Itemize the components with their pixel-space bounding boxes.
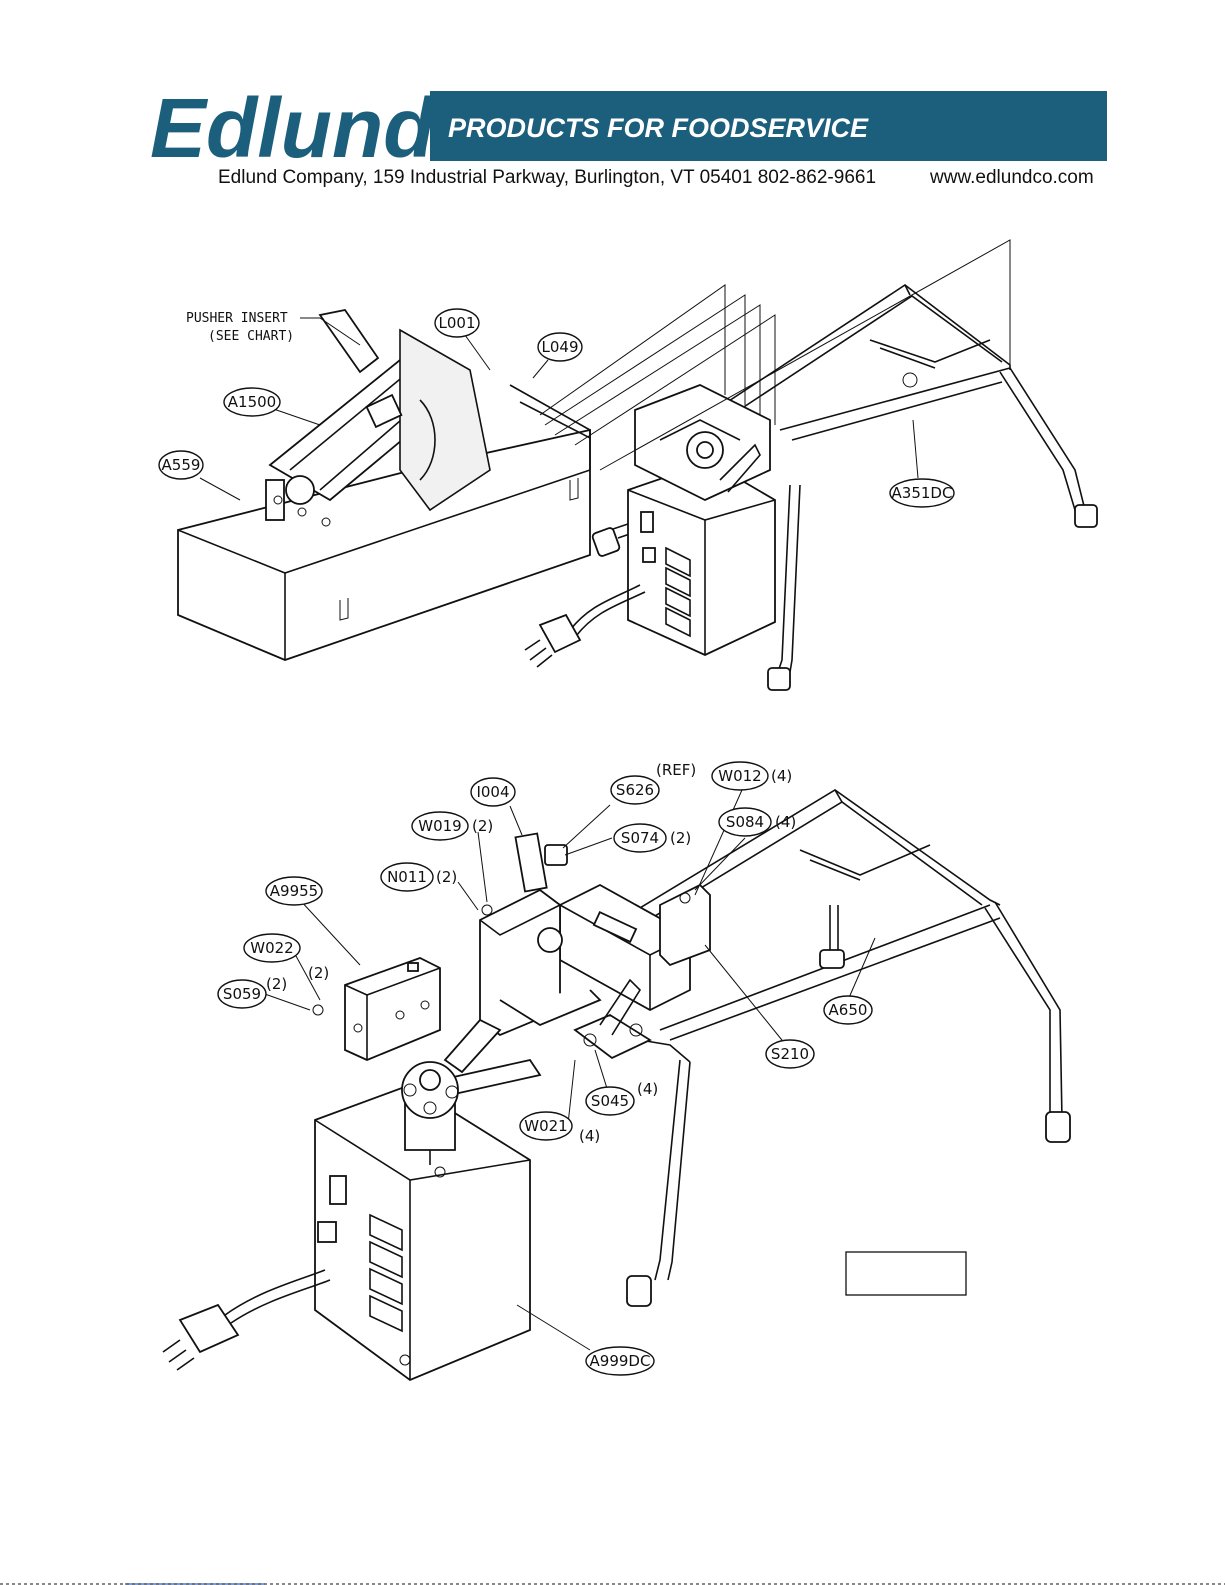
callout-w019[interactable]: W019 (2) <box>412 812 493 840</box>
svg-text:S045: S045 <box>591 1092 629 1110</box>
header: Edlund PRODUCTS FOR FOODSERVICE Edlund C… <box>150 81 1107 188</box>
svg-text:A9955: A9955 <box>270 882 318 900</box>
svg-text:(4): (4) <box>771 767 792 785</box>
svg-text:A999DC: A999DC <box>590 1352 651 1370</box>
svg-text:A1500: A1500 <box>228 393 276 411</box>
header-tagline: PRODUCTS FOR FOODSERVICE <box>448 113 869 143</box>
header-address: Edlund Company, 159 Industrial Parkway, … <box>218 167 876 188</box>
callout-s045[interactable]: S045 (4) <box>586 1080 658 1115</box>
callout-a351dc[interactable]: A351DC <box>890 479 954 507</box>
svg-text:W012: W012 <box>718 767 761 785</box>
bottom-assembly: I004 S626 (REF) W012 (4) W019 (2) S074 (… <box>163 761 1070 1380</box>
svg-text:W022: W022 <box>250 939 293 957</box>
cover-box-bottom <box>313 958 440 1060</box>
svg-text:(REF): (REF) <box>656 761 696 779</box>
motor-box-bottom <box>163 1062 530 1380</box>
callout-w012[interactable]: W012 (4) <box>712 762 792 790</box>
callout-a559[interactable]: A559 <box>159 451 203 479</box>
svg-text:L049: L049 <box>542 338 579 356</box>
callout-s210[interactable]: S210 <box>766 1040 814 1068</box>
svg-text:(4): (4) <box>775 813 796 831</box>
svg-text:L001: L001 <box>439 314 476 332</box>
callout-a999dc[interactable]: A999DC <box>586 1347 654 1375</box>
svg-text:S084: S084 <box>726 813 764 831</box>
edlund-logo: Edlund <box>150 81 436 175</box>
callout-a9955[interactable]: A9955 <box>266 877 322 905</box>
svg-text:W021: W021 <box>524 1117 567 1135</box>
callout-i004[interactable]: I004 <box>471 778 515 806</box>
callout-w021[interactable]: W021 (4) <box>520 1112 600 1145</box>
callout-a1500[interactable]: A1500 <box>224 388 280 416</box>
svg-text:(2): (2) <box>436 868 457 886</box>
svg-text:A650: A650 <box>829 1001 868 1019</box>
svg-text:(4): (4) <box>637 1080 658 1098</box>
svg-text:W019: W019 <box>418 817 461 835</box>
callout-s084[interactable]: S084 (4) <box>719 808 796 836</box>
svg-text:Edlund: Edlund <box>150 81 436 175</box>
callout-a650[interactable]: A650 <box>824 996 872 1024</box>
empty-label-box <box>846 1252 966 1295</box>
svg-text:S210: S210 <box>771 1045 809 1063</box>
svg-text:(2): (2) <box>670 829 691 847</box>
callout-s074[interactable]: S074 (2) <box>614 824 691 852</box>
header-website[interactable]: www.edlundco.com <box>929 167 1094 188</box>
stand-frame-bottom <box>620 790 1070 1306</box>
svg-text:A351DC: A351DC <box>892 484 953 502</box>
callout-s059[interactable]: S059 (2) <box>218 975 287 1008</box>
svg-text:N011: N011 <box>387 868 427 886</box>
callout-l001[interactable]: L001 <box>435 309 479 337</box>
svg-text:(2): (2) <box>308 964 329 982</box>
pusher-insert-note: PUSHER INSERT <box>186 311 288 326</box>
svg-text:S626: S626 <box>616 781 654 799</box>
callout-n011[interactable]: N011 (2) <box>381 863 457 891</box>
callout-s626[interactable]: S626 (REF) <box>611 761 696 804</box>
callout-l049[interactable]: L049 <box>538 333 582 361</box>
svg-text:(2): (2) <box>266 975 287 993</box>
svg-text:S074: S074 <box>621 829 659 847</box>
svg-text:A559: A559 <box>162 456 201 474</box>
svg-text:(4): (4) <box>579 1127 600 1145</box>
top-assembly: PUSHER INSERT (SEE CHART) L001 L049 A150… <box>159 240 1097 690</box>
svg-text:(2): (2) <box>472 817 493 835</box>
mechanism-bottom <box>440 834 710 1095</box>
pusher-insert-note-sub: (SEE CHART) <box>208 329 294 344</box>
svg-text:S059: S059 <box>223 985 261 1003</box>
svg-text:I004: I004 <box>476 783 509 801</box>
